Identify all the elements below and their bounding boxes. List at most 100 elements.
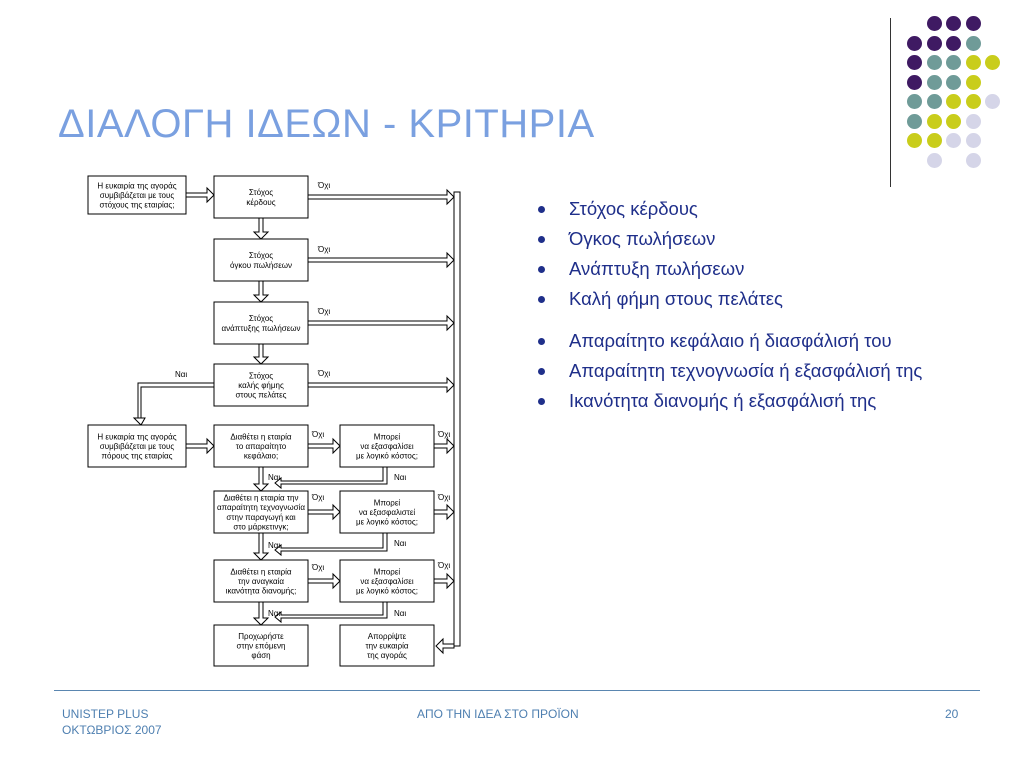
box-text-line: ικανότητα διανομής; xyxy=(226,587,297,596)
arrow-down xyxy=(252,343,270,365)
box-text-line: κεφάλαιο; xyxy=(244,452,278,461)
decorative-dot xyxy=(946,74,961,90)
decorative-dot xyxy=(946,94,961,109)
box-has-distribution xyxy=(213,559,309,603)
decorative-dot xyxy=(926,35,942,51)
box-text-line: Μπορεί xyxy=(374,498,401,507)
box-proceed-next-phase xyxy=(213,624,309,667)
arrow-right xyxy=(433,572,455,590)
box-text-line: ανάπτυξης πωλήσεων xyxy=(221,324,300,333)
box-text-line: Στόχος xyxy=(249,371,273,380)
decorative-dot xyxy=(965,94,981,109)
label-no: Όχι xyxy=(311,430,324,439)
box-text-line: κέρδους xyxy=(246,198,275,207)
box-text-line: με λογικό κόστος; xyxy=(356,452,418,461)
arrow-left xyxy=(435,637,455,655)
box-text-line: Προχωρήστε xyxy=(238,632,284,641)
decorative-dot xyxy=(946,133,961,148)
arrow-right xyxy=(185,186,215,204)
box-text-line: όγκου πωλήσεων xyxy=(230,261,292,270)
box-text-line: στόχους της εταιρίας; xyxy=(100,201,175,210)
decorative-dot xyxy=(926,74,942,90)
criteria-item-growth: Ανάπτυξη πωλήσεων xyxy=(538,258,968,280)
footer-org-name: UNISTEP PLUS xyxy=(62,707,149,721)
box-text-line: Η ευκαιρία της αγοράς xyxy=(97,181,176,190)
box-text-line: στην παραγωγή και xyxy=(226,513,295,522)
box-text-line: της αγοράς xyxy=(367,651,407,660)
box-text-line: στην επόμενη xyxy=(237,642,286,651)
criteria-item-distribution: Ικανότητα διανομής ή εξασφάλισή της xyxy=(538,390,968,412)
box-text-line: Διαθέτει η εταιρία την xyxy=(224,494,299,503)
box-text-line: Διαθέτει η εταιρία xyxy=(230,432,292,441)
flowchart-arrows xyxy=(132,186,461,655)
box-text-line: Στόχος xyxy=(249,251,273,260)
box-opportunity-fits-resources xyxy=(87,424,187,468)
footer-date: ΟΚΤΩΒΡΙΟΣ 2007 xyxy=(62,723,162,737)
slide-title: ΔΙΑΛΟΓΗ ΙΔΕΩΝ - ΚΡΙΤΗΡΙΑ xyxy=(58,102,595,146)
footer-page-number: 20 xyxy=(945,707,959,721)
arrow-yes-merge xyxy=(274,532,388,557)
decorative-dot xyxy=(965,133,981,148)
decorative-dot xyxy=(946,113,961,129)
box-text-line: Μπορεί xyxy=(374,432,401,441)
arrow-right xyxy=(433,437,455,455)
arrow-down xyxy=(252,217,270,240)
decorative-dot xyxy=(985,94,1000,109)
label-yes: Ναι xyxy=(175,370,187,379)
decorative-dot xyxy=(907,55,922,70)
decorative-dot xyxy=(965,35,981,51)
box-text-line: φάση xyxy=(251,651,270,660)
arrow-down xyxy=(252,280,270,303)
box-text-line: να εξασφαλιστεί xyxy=(359,508,416,517)
box-can-secure-know-how xyxy=(339,490,435,534)
arrow-right xyxy=(307,188,455,206)
label-no: Όχι xyxy=(437,493,450,502)
box-text-line: Απορρίψτε xyxy=(368,632,407,641)
arrow-right xyxy=(307,376,455,394)
label-no: Όχι xyxy=(317,245,330,254)
decorative-dot xyxy=(965,152,981,168)
box-text-line: Στόχος xyxy=(249,188,273,197)
box-text-line: Μπορεί xyxy=(374,567,401,576)
arrow-right xyxy=(307,437,341,455)
decorative-dot xyxy=(907,74,922,90)
label-yes: Ναι xyxy=(394,539,406,548)
box-text-line: με λογικό κόστος; xyxy=(356,587,418,596)
label-yes: Ναι xyxy=(268,541,280,550)
decorative-dot xyxy=(965,113,981,129)
decorative-dot xyxy=(926,133,942,148)
decorative-dot xyxy=(946,16,961,31)
box-text-line: Η ευκαιρία της αγοράς xyxy=(97,432,176,441)
decorative-divider xyxy=(890,18,891,187)
arrow-down xyxy=(252,601,270,626)
arrow-yes-merge xyxy=(274,601,388,624)
box-has-capital xyxy=(213,424,309,468)
decorative-dot xyxy=(907,94,922,109)
decorative-dot xyxy=(926,152,942,168)
decorative-dot xyxy=(907,133,922,148)
decorative-dot xyxy=(965,16,981,31)
criteria-item-capital: Απαραίτητο κεφάλαιο ή διασφάλισή του xyxy=(538,330,968,352)
decorative-dot xyxy=(965,55,981,70)
criteria-item-profit: Στόχος κέρδους xyxy=(538,198,968,220)
arrow-right xyxy=(307,314,455,332)
criteria-list: Στόχος κέρδους Όγκος πωλήσεων Ανάπτυξη π… xyxy=(538,198,968,420)
box-sales-growth-goal xyxy=(213,301,309,345)
label-yes: Ναι xyxy=(394,609,406,618)
box-text-line: απαραίτητη τεχνογνωσία xyxy=(217,503,305,512)
box-text-line: συμβιβάζεται με τους xyxy=(100,191,175,200)
decorative-dot xyxy=(946,55,961,70)
box-text-line: καλής φήμης xyxy=(238,381,284,390)
box-text-line: την αναγκαία xyxy=(238,577,284,586)
box-text-line: Στόχος xyxy=(249,314,273,323)
decorative-dot xyxy=(907,113,922,129)
arrow-right xyxy=(307,572,341,590)
label-no: Όχι xyxy=(317,307,330,316)
arrow-right xyxy=(307,251,455,269)
box-text-line: στο μάρκετινγκ; xyxy=(233,522,288,531)
collector-bar xyxy=(453,191,461,647)
box-text-line: στους πελάτες xyxy=(235,391,286,400)
arrow-right xyxy=(185,437,215,455)
